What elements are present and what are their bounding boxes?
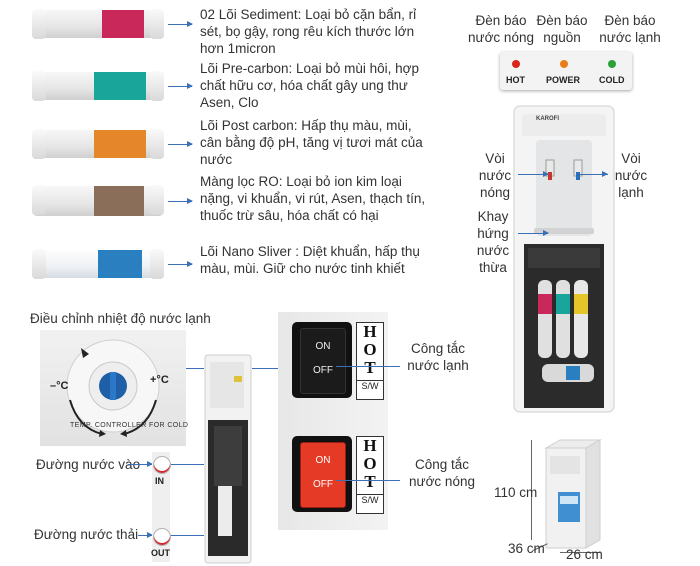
power-led — [560, 60, 568, 68]
nano-silver-filter-image — [32, 249, 164, 279]
ro-membrane-desc: Màng lọc RO: Loại bỏ ion kim loại nặng, … — [200, 174, 426, 223]
dial-ring-text: TEMP. CONTROLLER FOR COLD — [70, 422, 189, 429]
hot-led — [512, 60, 520, 68]
cold-switch-plate: H O T S/W — [356, 322, 384, 400]
cold-led-label: COLD — [599, 75, 625, 85]
outlet-port[interactable] — [153, 528, 171, 546]
post-carbon-filter-desc: Lõi Post carbon: Hấp thụ màu, mùi, cân b… — [200, 118, 423, 167]
outlet-port-label: OUT — [151, 548, 170, 558]
indicator-panel: HOT POWER COLD — [500, 52, 632, 90]
post-carbon-filter-image — [32, 129, 164, 159]
dispenser-back-illustration — [204, 354, 252, 564]
dispenser-brand: KAROFI — [536, 116, 559, 122]
inlet-port-label: IN — [155, 476, 164, 486]
inlet-port[interactable] — [153, 456, 171, 474]
hot-switch[interactable]: ON OFF — [292, 436, 352, 512]
sediment-filter-image — [32, 9, 164, 39]
hot-switch-off: OFF — [313, 479, 333, 490]
pre-carbon-filter-desc: Lõi Pre-carbon: Loại bỏ mùi hôi, hợp chấ… — [200, 61, 419, 110]
drip-tray-caption: Khay hứng nước thừa — [476, 209, 510, 275]
hot-switch-plate: H O T S/W — [356, 436, 384, 514]
cold-led — [608, 60, 616, 68]
cold-switch-caption: Công tắc nước lạnh — [407, 341, 469, 373]
outlet-caption: Đường nước thải — [34, 527, 139, 542]
height-dimension: 110 cm — [494, 485, 538, 500]
pre-carbon-filter-image — [32, 71, 164, 101]
hot-switch-on: ON — [315, 455, 331, 466]
cold-switch-on: ON — [315, 341, 331, 352]
cold-indicator-caption: Đèn báo nước lạnh — [599, 13, 661, 45]
hot-led-label: HOT — [506, 75, 525, 85]
nano-silver-filter-desc: Lõi Nano Sliver : Diệt khuẩn, hấp thụ mà… — [200, 244, 420, 276]
ro-membrane-image — [32, 185, 164, 216]
cold-switch-off: OFF — [313, 365, 333, 376]
dispenser-illustration — [513, 105, 615, 413]
hot-switch-caption: Công tắc nước nóng — [409, 457, 475, 489]
depth-dimension: 36 cm — [508, 541, 545, 556]
dial-minus-label: –°C — [50, 380, 69, 392]
cold-tap-caption: Vòi nước lạnh — [614, 151, 648, 200]
dial-plus-label: +°C — [150, 374, 169, 386]
power-led-label: POWER — [546, 75, 581, 85]
dispenser-dimension-illustration — [544, 439, 602, 549]
power-indicator-caption: Đèn báo nguồn — [536, 13, 588, 45]
cooling-title: Điều chỉnh nhiệt độ nước lạnh — [30, 311, 211, 326]
hot-tap-caption: Vòi nước nóng — [478, 151, 512, 200]
hot-indicator-caption: Đèn báo nước nóng — [468, 13, 534, 45]
inlet-caption: Đường nước vào — [36, 457, 141, 472]
cold-switch[interactable]: ON OFF — [292, 322, 352, 398]
sediment-filter-desc: 02 Lõi Sediment: Loại bỏ cặn bẩn, rỉ sét… — [200, 7, 417, 56]
temperature-dial[interactable] — [40, 330, 186, 446]
width-dimension: 26 cm — [566, 547, 603, 562]
